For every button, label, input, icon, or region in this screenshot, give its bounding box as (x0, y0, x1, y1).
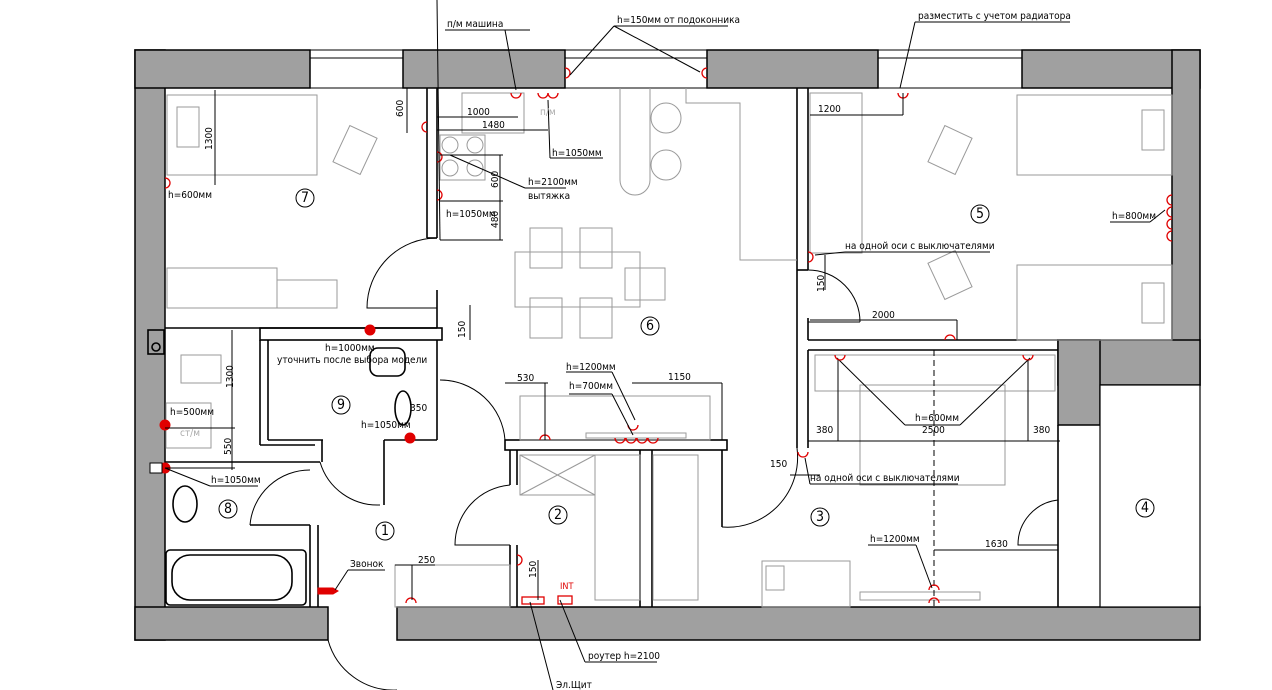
dim: 1300 (204, 127, 215, 150)
sink-height: h=1050мм (552, 148, 602, 159)
room-1-marker: 1 (375, 521, 395, 541)
room-number: 5 (976, 206, 984, 222)
room-7-marker: 7 (295, 188, 315, 208)
room5-socket-height: h=800мм (1112, 211, 1156, 222)
radiator-label: разместить с учетом радиатора (918, 11, 1071, 22)
room-numbers: 1 2 3 4 5 6 7 8 9 (218, 188, 1155, 541)
hood-label: вытяжка (528, 191, 570, 202)
room-6-marker: 6 (640, 316, 660, 336)
dim: 1480 (482, 120, 505, 131)
room7-socket-height: h=600мм (168, 190, 212, 201)
dim: 150 (528, 561, 539, 578)
callouts: п/м машина h=150мм от подоконника размес… (168, 11, 1156, 690)
dim: 2500 (922, 425, 945, 436)
room-number: 7 (301, 190, 309, 206)
furniture (147, 88, 1173, 608)
dim: 1300 (225, 365, 236, 388)
dim: 1000 (467, 107, 490, 118)
dim: 550 (223, 438, 234, 455)
walls (134, 49, 1201, 641)
dim: 1150 (668, 372, 691, 383)
partitions (165, 88, 1059, 607)
dim: 480 (490, 211, 501, 228)
dim: 150 (457, 321, 468, 338)
room3-h1200: h=1200мм (870, 534, 920, 545)
sill-label: h=150мм от подоконника (617, 15, 740, 26)
dim: 380 (816, 425, 833, 436)
hall-h1200: h=1200мм (566, 362, 616, 373)
hood-height: h=2100мм (528, 177, 578, 188)
dim: 380 (1033, 425, 1050, 436)
washer-bath-label: ст/м (180, 428, 200, 439)
dimension-lines (164, 0, 1166, 690)
stove-height: h=1050мм (446, 209, 496, 220)
bath8-h1050: h=1050мм (211, 475, 261, 486)
washer-label: п/м машина (447, 19, 503, 30)
dim: 150 (816, 275, 827, 292)
room-3-marker: 3 (810, 507, 830, 527)
room-number: 1 (381, 523, 389, 539)
room-8-marker: 8 (218, 499, 238, 519)
room-number: 2 (554, 507, 562, 523)
room-2-marker: 2 (548, 505, 568, 525)
room-number: 6 (646, 318, 654, 334)
dim: 150 (770, 459, 787, 470)
room-number: 9 (337, 397, 345, 413)
hall-h700: h=700мм (569, 381, 613, 392)
dim: 1630 (985, 539, 1008, 550)
room-5-marker: 5 (970, 204, 990, 224)
room5-axis-note: на одной оси с выключателями (845, 241, 995, 252)
dim: 530 (517, 373, 534, 384)
room-number: 3 (816, 509, 824, 525)
dishwasher-label: п/м (540, 107, 556, 118)
panel-label: Эл.Щит (556, 680, 592, 690)
bath8-h500: h=500мм (170, 407, 214, 418)
dim: 350 (410, 403, 427, 414)
router-label: роутер h=2100 (588, 651, 660, 662)
room-9-marker: 9 (331, 395, 351, 415)
room-4-marker: 4 (1135, 498, 1155, 518)
dimensions: 1000 1480 600 1300 600 480 1200 150 2000… (204, 100, 1050, 578)
dim: 600 (490, 171, 501, 188)
windows (309, 49, 1023, 89)
dim: 2000 (872, 310, 895, 321)
room3-axis-note: на одной оси с выключателями (810, 473, 960, 484)
dim: 1200 (818, 104, 841, 115)
internet-label: INT (560, 582, 573, 592)
room-number: 8 (224, 501, 232, 517)
dim: 250 (418, 555, 435, 566)
bath9-height: h=1000мм (325, 343, 375, 354)
bed-socket-height: h=600мм (915, 413, 959, 424)
room-number: 4 (1141, 500, 1149, 516)
bath9-sink-height: h=1050мм (361, 420, 411, 431)
doorbell-label: Звонок (350, 559, 384, 570)
bath9-note: уточнить после выбора модели (277, 354, 427, 366)
dim: 600 (395, 100, 406, 117)
socket-markers (149, 67, 1173, 605)
